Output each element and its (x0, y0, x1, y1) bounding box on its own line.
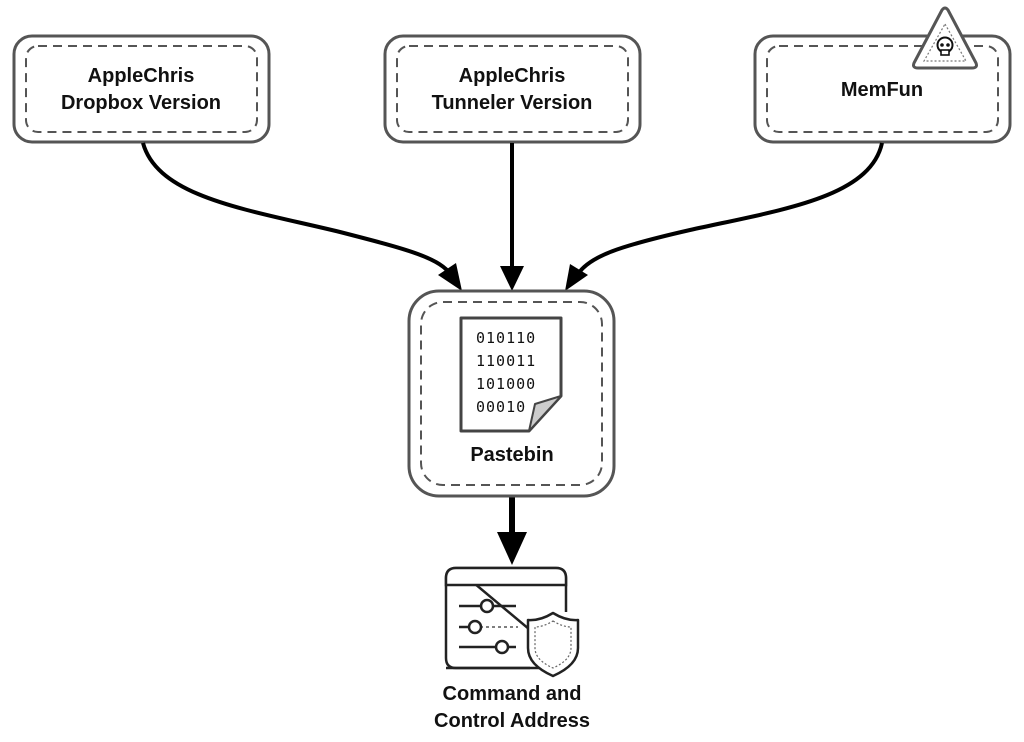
binary-document-icon: 010110 110011 101000 00010 (459, 316, 563, 433)
node-command-control: Command and Control Address (434, 566, 590, 732)
node-applechris-tunneler: AppleChris Tunneler Version (383, 34, 642, 144)
node-pastebin: 010110 110011 101000 00010 Pastebin (407, 289, 616, 498)
node-applechris-dropbox-line1: AppleChris (88, 65, 195, 87)
binary-line-1: 010110 (476, 329, 536, 347)
node-applechris-dropbox: AppleChris Dropbox Version (12, 34, 271, 144)
node-pastebin-label: Pastebin (470, 444, 553, 466)
binary-line-2: 110011 (476, 352, 536, 370)
node-memfun: MemFun (753, 6, 1012, 144)
edge-memfun-to-pastebin (565, 142, 884, 291)
binary-line-3: 101000 (476, 375, 536, 393)
binary-line-4: 00010 (476, 398, 526, 416)
node-command-control-line1: Command and (443, 683, 582, 705)
skull-warning-icon (912, 6, 978, 70)
node-applechris-tunneler-line1: AppleChris (459, 65, 566, 87)
node-applechris-dropbox-line2: Dropbox Version (61, 92, 221, 114)
node-memfun-label: MemFun (841, 79, 923, 101)
edge-tunneler-to-pastebin (500, 143, 524, 291)
edge-pastebin-to-c2 (497, 496, 527, 565)
node-applechris-tunneler-line2: Tunneler Version (432, 92, 593, 114)
node-command-control-line2: Control Address (434, 710, 590, 732)
edge-dropbox-to-pastebin (141, 142, 462, 291)
settings-shield-icon (444, 566, 580, 678)
